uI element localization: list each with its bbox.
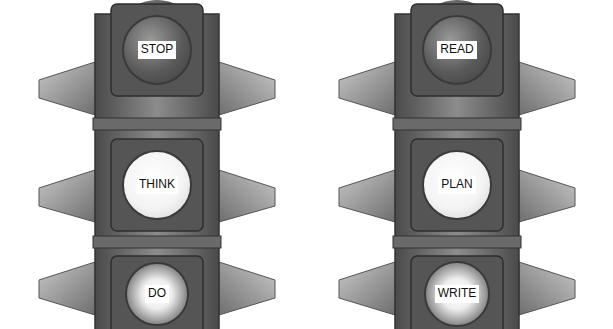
signal-lamp: READ (422, 15, 492, 85)
signal-lamp: WRITE (424, 261, 490, 327)
lamp-label: READ (437, 41, 476, 58)
signal-lamp: STOP (122, 15, 192, 85)
signal-lamp: THINK (122, 150, 192, 220)
lamp-label: THINK (136, 176, 178, 193)
lamp-label: PLAN (438, 176, 475, 193)
signal-lamp: PLAN (422, 150, 492, 220)
lamp-label: DO (145, 285, 169, 302)
lamp-label: WRITE (435, 285, 480, 302)
signal-lamp: DO (125, 262, 189, 326)
lamp-label: STOP (138, 41, 176, 58)
